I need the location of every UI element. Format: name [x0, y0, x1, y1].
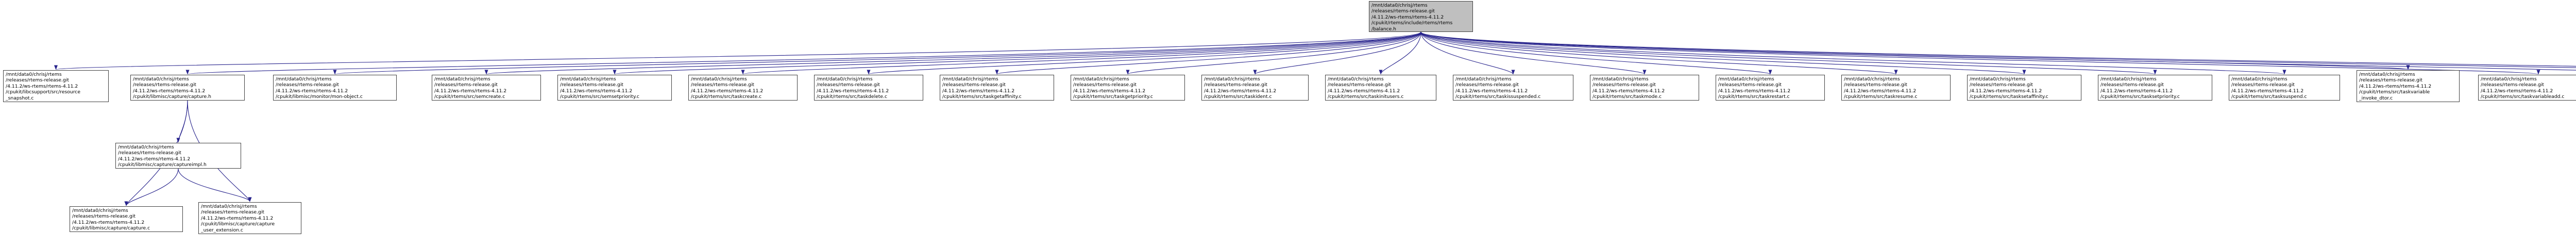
graph-edge: [1420, 31, 1647, 75]
graph-node[interactable]: /mnt/data0/chrisj/rtems /releases/rtems-…: [688, 75, 798, 101]
graph-node[interactable]: /mnt/data0/chrisj/rtems /releases/rtems-…: [1841, 75, 1951, 101]
graph-node[interactable]: /mnt/data0/chrisj/rtems /releases/rtems-…: [1201, 75, 1309, 101]
graph-node[interactable]: /mnt/data0/chrisj/rtems /releases/rtems-…: [432, 75, 541, 101]
graph-node-root[interactable]: /mnt/data0/chrisj/rtems /releases/rtems-…: [1369, 1, 1473, 32]
graph-edge: [1420, 31, 2576, 68]
graph-node[interactable]: /mnt/data0/chrisj/rtems /releases/rtems-…: [1071, 75, 1185, 101]
graph-node[interactable]: /mnt/data0/chrisj/rtems /releases/rtems-…: [3, 70, 109, 102]
graph-node[interactable]: /mnt/data0/chrisj/rtems /releases/rtems-…: [557, 75, 672, 101]
graph-node[interactable]: /mnt/data0/chrisj/rtems /releases/rtems-…: [2357, 70, 2460, 102]
graph-node[interactable]: /mnt/data0/chrisj/rtems /releases/rtems-…: [2229, 75, 2340, 101]
graph-edge: [187, 31, 1421, 75]
graph-edge: [124, 168, 179, 206]
edge-paths: [55, 31, 2576, 206]
graph-edge: [1379, 31, 1421, 75]
graph-node[interactable]: /mnt/data0/chrisj/rtems /releases/rtems-…: [130, 75, 245, 101]
graph-edge: [1420, 31, 1772, 75]
graph-edge: [1420, 31, 2286, 75]
graph-node[interactable]: /mnt/data0/chrisj/rtems /releases/rtems-…: [940, 75, 1054, 101]
graph-edge: [613, 31, 1421, 75]
graph-node[interactable]: /mnt/data0/chrisj/rtems /releases/rtems-…: [1325, 75, 1436, 101]
graph-edge: [1253, 31, 1421, 75]
graph-node[interactable]: /mnt/data0/chrisj/rtems /releases/rtems-…: [2098, 75, 2212, 101]
graph-edge: [1420, 31, 2576, 67]
graph-edge: [1420, 31, 1515, 75]
graph-node[interactable]: /mnt/data0/chrisj/rtems /releases/rtems-…: [1453, 75, 1573, 101]
graph-edge: [1420, 31, 1897, 75]
graph-edge: [1420, 31, 2576, 71]
graph-edge: [1420, 31, 2026, 75]
graph-edge: [178, 168, 252, 202]
graph-node[interactable]: /mnt/data0/chrisj/rtems /releases/rtems-…: [273, 75, 397, 101]
graph-edge: [1126, 31, 1421, 75]
graph-edge: [333, 31, 1421, 75]
graph-edge: [995, 31, 1421, 75]
graph-edge: [485, 31, 1421, 75]
graph-edge: [867, 31, 1421, 75]
graph-node[interactable]: /mnt/data0/chrisj/rtems /releases/rtems-…: [115, 143, 241, 169]
graph-edge: [741, 31, 1421, 75]
graph-edge: [176, 100, 188, 143]
graph-node[interactable]: /mnt/data0/chrisj/rtems /releases/rtems-…: [1716, 75, 1825, 101]
graph-node[interactable]: /mnt/data0/chrisj/rtems /releases/rtems-…: [1590, 75, 1699, 101]
graph-node[interactable]: /mnt/data0/chrisj/rtems /releases/rtems-…: [70, 206, 183, 232]
graph-edge: [1420, 31, 2410, 70]
graph-node[interactable]: /mnt/data0/chrisj/rtems /releases/rtems-…: [814, 75, 923, 101]
graph-node[interactable]: /mnt/data0/chrisj/rtems /releases/rtems-…: [2478, 75, 2576, 101]
graph-edge: [1420, 31, 2157, 75]
graph-edge: [55, 31, 1421, 70]
graph-node[interactable]: /mnt/data0/chrisj/rtems /releases/rtems-…: [198, 202, 301, 234]
graph-node[interactable]: /mnt/data0/chrisj/rtems /releases/rtems-…: [1967, 75, 2081, 101]
graph-edge: [1420, 31, 2540, 75]
